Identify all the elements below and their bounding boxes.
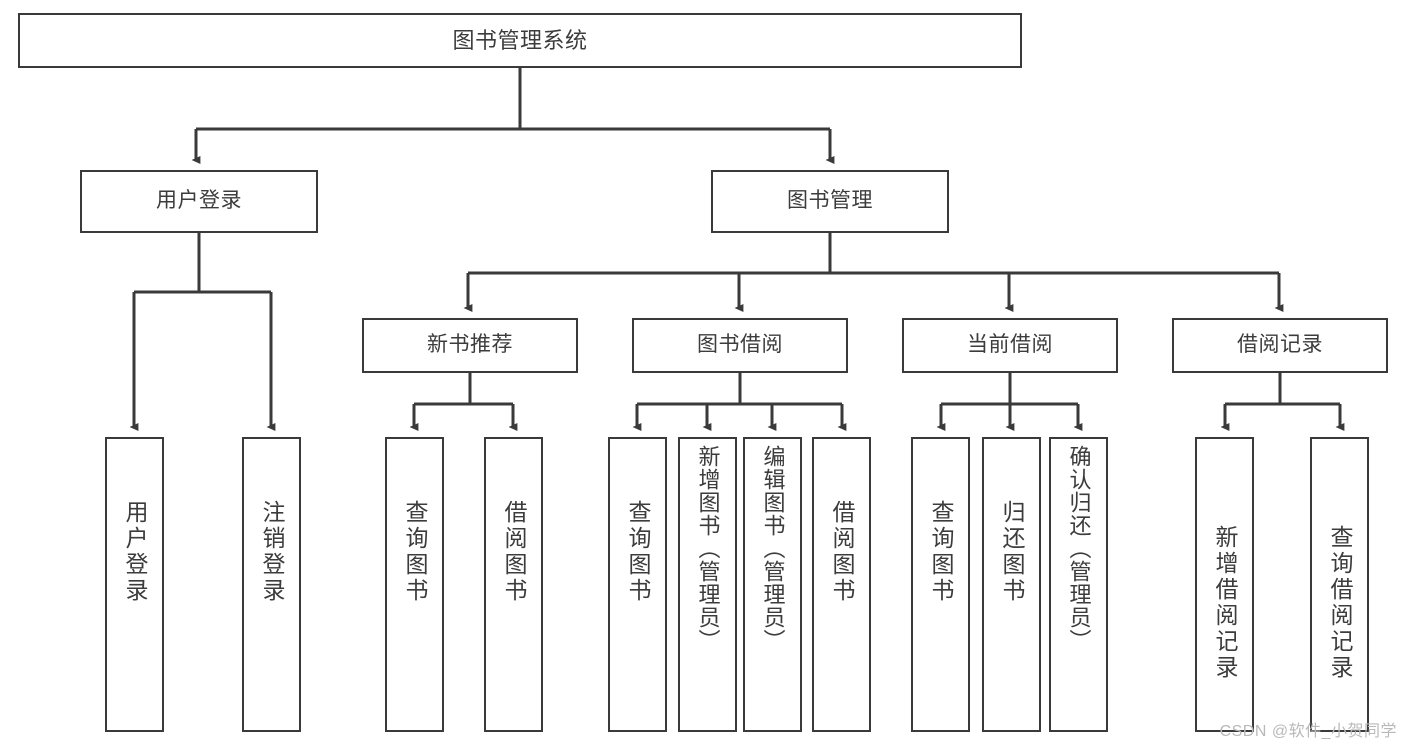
node-root-system[interactable]: 图书管理系统 — [18, 13, 1022, 68]
leaf-add-book-label: 新增图书（管理员） — [695, 445, 721, 652]
leaf-confirm-return[interactable]: 确认归还（管理员） — [1049, 437, 1108, 732]
leaf-logout-login[interactable]: 注销登录 — [242, 437, 301, 732]
leaf-add-borrow-record[interactable]: 新增借阅记录 — [1195, 437, 1254, 732]
node-book-manage[interactable]: 图书管理 — [711, 170, 949, 233]
leaf-user-login-label: 用户登录 — [122, 500, 148, 604]
node-book-borrow[interactable]: 图书借阅 — [632, 318, 848, 373]
leaf-add-book[interactable]: 新增图书（管理员） — [678, 437, 737, 732]
leaf-query-book-3[interactable]: 查询图书 — [911, 437, 970, 732]
node-current-borrow[interactable]: 当前借阅 — [902, 318, 1118, 373]
leaf-return-book-label: 归还图书 — [999, 500, 1025, 604]
leaf-query-book-1[interactable]: 查询图书 — [385, 437, 444, 732]
leaf-add-borrow-record-label: 新增借阅记录 — [1212, 525, 1238, 681]
leaf-borrow-book-1[interactable]: 借阅图书 — [484, 437, 543, 732]
leaf-user-login[interactable]: 用户登录 — [105, 437, 164, 732]
leaf-query-book-1-label: 查询图书 — [402, 500, 428, 604]
node-new-book-recommend-label: 新书推荐 — [427, 333, 513, 357]
leaf-return-book[interactable]: 归还图书 — [982, 437, 1041, 732]
node-root-system-label: 图书管理系统 — [452, 27, 588, 53]
leaf-logout-login-label: 注销登录 — [259, 500, 285, 604]
leaf-query-borrow-record[interactable]: 查询借阅记录 — [1310, 437, 1369, 732]
node-user-login-label: 用户登录 — [156, 189, 242, 213]
leaf-query-borrow-record-label: 查询借阅记录 — [1327, 525, 1353, 681]
leaf-borrow-book-2[interactable]: 借阅图书 — [812, 437, 871, 732]
leaf-borrow-book-2-label: 借阅图书 — [829, 500, 855, 604]
node-book-manage-label: 图书管理 — [787, 189, 873, 213]
leaf-query-book-3-label: 查询图书 — [928, 500, 954, 604]
watermark: CSDN @软件_小贺同学 — [1219, 723, 1397, 740]
node-user-login[interactable]: 用户登录 — [80, 170, 318, 233]
node-new-book-recommend[interactable]: 新书推荐 — [362, 318, 578, 373]
leaf-edit-book-label: 编辑图书（管理员） — [760, 445, 786, 652]
node-current-borrow-label: 当前借阅 — [967, 333, 1053, 357]
leaf-query-book-2[interactable]: 查询图书 — [608, 437, 667, 732]
leaf-query-book-2-label: 查询图书 — [625, 500, 651, 604]
leaf-borrow-book-1-label: 借阅图书 — [501, 500, 527, 604]
node-borrow-record[interactable]: 借阅记录 — [1172, 318, 1388, 373]
node-borrow-record-label: 借阅记录 — [1237, 333, 1323, 357]
leaf-confirm-return-label: 确认归还（管理员） — [1066, 445, 1092, 652]
leaf-edit-book[interactable]: 编辑图书（管理员） — [743, 437, 802, 732]
node-book-borrow-label: 图书借阅 — [697, 333, 783, 357]
